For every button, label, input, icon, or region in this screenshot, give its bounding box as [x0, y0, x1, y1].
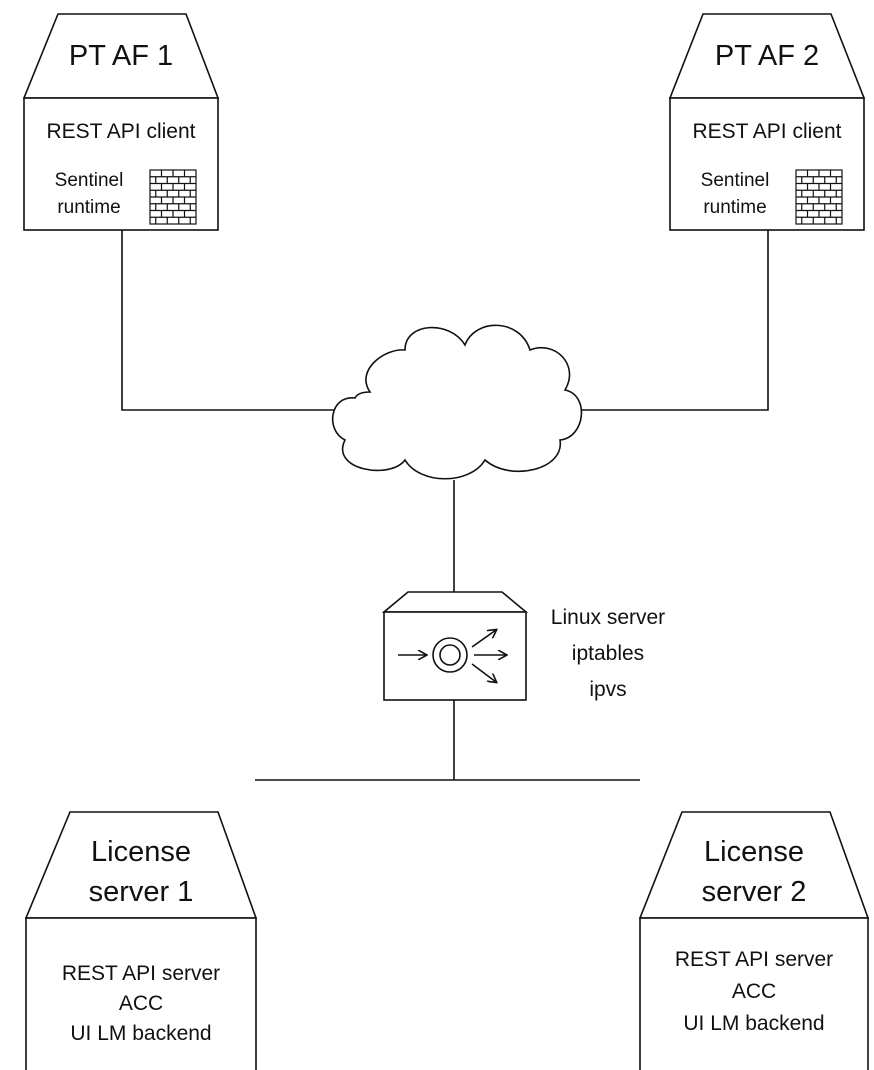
- balancer-label-line2: iptables: [571, 642, 645, 665]
- pt-af-2-runtime-line1: Sentinel: [700, 170, 770, 191]
- license-server-1-node: [24, 811, 258, 1070]
- license-server-2-line1: REST API server: [674, 948, 834, 971]
- firewall-icon: [795, 169, 843, 225]
- license-server-1-line1: REST API server: [61, 962, 221, 985]
- load-balancer-icon: [381, 591, 529, 701]
- license-server-2-body: [639, 917, 869, 1070]
- link-ptaf1-cloud: [121, 230, 340, 411]
- firewall-icon: [149, 169, 197, 225]
- license-server-2-title-line2: server 2: [701, 876, 807, 908]
- pt-af-1-node: [22, 13, 220, 231]
- license-server-2-line3: UI LM backend: [683, 1012, 825, 1035]
- license-server-2-line2: ACC: [731, 980, 777, 1003]
- pt-af-1-api-label: REST API client: [46, 120, 196, 143]
- license-server-1-title-line1: License: [91, 836, 191, 868]
- license-server-2-title-line1: License: [704, 836, 804, 868]
- pt-af-1-runtime-line2: runtime: [57, 197, 121, 218]
- pt-af-1-runtime-line1: Sentinel: [54, 170, 124, 191]
- pt-af-2-api-label: REST API client: [692, 120, 842, 143]
- license-server-1-line3: UI LM backend: [70, 1022, 212, 1045]
- balancer-label-line3: ipvs: [589, 678, 627, 701]
- license-server-1-line2: ACC: [118, 992, 164, 1015]
- balancer-label-line1: Linux server: [550, 606, 666, 629]
- license-server-2-node: [638, 811, 870, 1070]
- pt-af-1-title: PT AF 1: [68, 40, 174, 72]
- cloud-icon: [331, 324, 583, 480]
- license-server-1-title-line2: server 1: [88, 876, 194, 908]
- pt-af-2-runtime-line2: runtime: [703, 197, 767, 218]
- link-ptaf2-cloud: [570, 230, 769, 411]
- license-server-1-body: [25, 917, 257, 1070]
- pt-af-2-title: PT AF 2: [714, 40, 820, 72]
- connection-lines: [121, 230, 769, 781]
